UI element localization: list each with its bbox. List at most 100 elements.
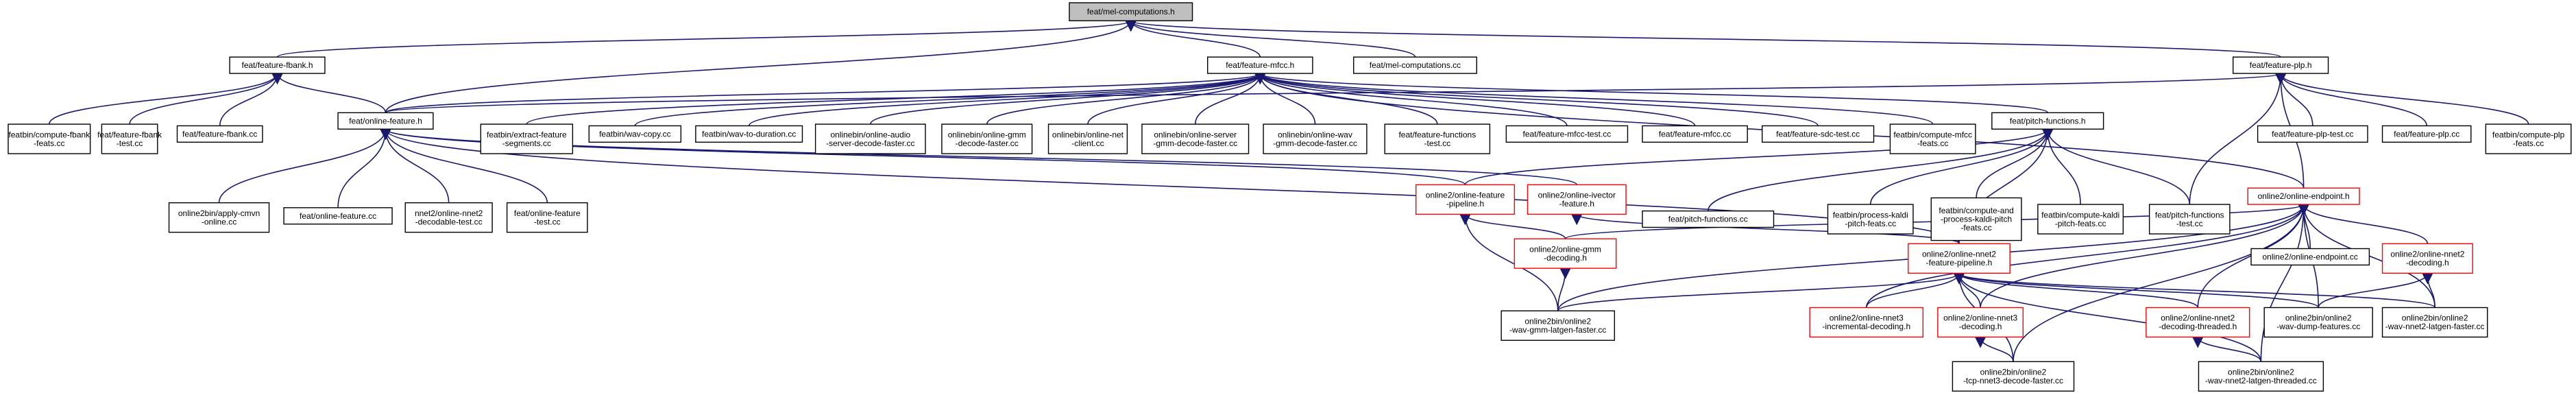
node-root[interactable]: feat/mel-computations.h xyxy=(1069,2,1193,21)
node-fbankcc[interactable]: feat/feature-fbank.cc xyxy=(176,125,263,143)
node-box[interactable] xyxy=(1047,123,1128,154)
node-pitch_h[interactable]: feat/pitch-functions.h xyxy=(1991,112,2104,130)
node-box[interactable] xyxy=(229,56,326,74)
node-compfbank[interactable]: featbin/compute-fbank-feats.cc xyxy=(8,123,91,154)
node-box[interactable] xyxy=(1514,238,1617,269)
node-box[interactable] xyxy=(1069,2,1193,21)
node-box[interactable] xyxy=(2146,307,2250,338)
node-box[interactable] xyxy=(1263,123,1368,154)
node-onlinefeattest[interactable]: feat/online-feature-test.cc xyxy=(506,202,588,233)
node-box[interactable] xyxy=(1642,210,1775,228)
node-box[interactable] xyxy=(176,125,263,143)
node-box[interactable] xyxy=(480,123,574,154)
node-box[interactable] xyxy=(1889,123,1976,154)
node-box[interactable] xyxy=(8,123,91,154)
node-sdctest[interactable]: feat/feature-sdc-test.cc xyxy=(1762,125,1875,143)
node-box[interactable] xyxy=(2148,204,2231,235)
node-onlinefeatcc[interactable]: feat/online-feature.cc xyxy=(283,207,393,225)
node-netclient[interactable]: onlinebin/online-net-client.cc xyxy=(1047,123,1128,154)
node-fbanktest[interactable]: feat/feature-fbank-test.cc xyxy=(97,123,162,154)
node-box[interactable] xyxy=(1809,307,1924,338)
node-box[interactable] xyxy=(1353,56,1477,74)
node-plptest[interactable]: feat/feature-plp-test.cc xyxy=(2257,125,2368,143)
node-box[interactable] xyxy=(168,202,270,233)
node-box[interactable] xyxy=(283,207,393,225)
node-box[interactable] xyxy=(1505,125,1629,143)
node-box[interactable] xyxy=(337,112,434,130)
node-extractseg[interactable]: featbin/extract-feature-segments.cc xyxy=(480,123,574,154)
node-box[interactable] xyxy=(2037,204,2124,235)
node-featfunc[interactable]: feat/feature-functions-test.cc xyxy=(1384,123,1491,154)
node-box[interactable] xyxy=(1642,125,1748,143)
node-box[interactable] xyxy=(2485,123,2572,154)
node-box[interactable] xyxy=(101,123,158,154)
node-nnet2thr[interactable]: online2/online-nnet2-decoding-threaded.h xyxy=(2146,307,2250,338)
node-box[interactable] xyxy=(1930,197,2022,241)
node-nnet2dec[interactable]: nnet2/online-nnet2-decodable-test.cc xyxy=(404,202,493,233)
node-box[interactable] xyxy=(1991,112,2104,130)
node-box[interactable] xyxy=(2250,248,2370,266)
node-melcomp_cc[interactable]: feat/mel-computations.cc xyxy=(1353,56,1477,74)
node-servergmm[interactable]: onlinebin/online-server-gmm-decode-faste… xyxy=(1141,123,1250,154)
node-box[interactable] xyxy=(2233,56,2329,74)
node-gmmdec[interactable]: online2/online-gmm-decoding.h xyxy=(1514,238,1617,269)
node-featpipe[interactable]: online2/online-feature-pipeline.h xyxy=(1415,184,1516,215)
node-box[interactable] xyxy=(2381,307,2488,338)
node-box[interactable] xyxy=(1827,204,1914,235)
node-box[interactable] xyxy=(1415,184,1516,215)
node-box[interactable] xyxy=(1762,125,1875,143)
node-box[interactable] xyxy=(1500,310,1616,341)
node-box[interactable] xyxy=(2257,125,2368,143)
node-plpcc[interactable]: feat/feature-plp.cc xyxy=(2381,125,2472,143)
node-endpoint_h[interactable]: online2/online-endpoint.h xyxy=(2247,187,2360,205)
node-box[interactable] xyxy=(1141,123,1250,154)
node-box[interactable] xyxy=(814,123,926,154)
node-pitchcc[interactable]: feat/pitch-functions.cc xyxy=(1642,210,1775,228)
node-box[interactable] xyxy=(1952,361,2075,392)
node-wavnnet2lat[interactable]: online2bin/online2-wav-nnet2-latgen-fast… xyxy=(2381,307,2488,338)
node-nnet3inc[interactable]: online2/online-nnet3-incremental-decodin… xyxy=(1809,307,1924,338)
node-endpointcc[interactable]: online2/online-endpoint.cc xyxy=(2250,248,2370,266)
node-box[interactable] xyxy=(1937,307,2024,338)
node-box[interactable] xyxy=(2381,243,2473,274)
node-plp_h[interactable]: feat/feature-plp.h xyxy=(2233,56,2329,74)
node-box[interactable] xyxy=(941,123,1033,154)
node-box[interactable] xyxy=(588,125,682,143)
node-box[interactable] xyxy=(1908,243,2010,274)
node-ivector[interactable]: online2/online-ivector-feature.h xyxy=(1527,184,1627,215)
node-mfcctest[interactable]: feat/feature-mfcc-test.cc xyxy=(1505,125,1629,143)
node-nnet3dec[interactable]: online2/online-nnet3-decoding.h xyxy=(1937,307,2024,338)
node-mfcccc[interactable]: feat/feature-mfcc.cc xyxy=(1642,125,1748,143)
node-compandproc[interactable]: featbin/compute-and-process-kaldi-pitch-… xyxy=(1930,197,2022,241)
node-pitchtest[interactable]: feat/pitch-functions-test.cc xyxy=(2148,204,2231,235)
node-wavgmm[interactable]: onlinebin/online-wav-gmm-decode-faster.c… xyxy=(1263,123,1368,154)
node-wavcopy[interactable]: featbin/wav-copy.cc xyxy=(588,125,682,143)
node-mfcc_h[interactable]: feat/feature-mfcc.h xyxy=(1207,56,1313,74)
node-wavdump[interactable]: online2bin/online2-wav-dump-features.cc xyxy=(2263,307,2373,338)
node-tcpnnet3[interactable]: online2bin/online2-tcp-nnet3-decode-fast… xyxy=(1952,361,2075,392)
node-wavgmmlat[interactable]: online2bin/online2-wav-gmm-latgen-faster… xyxy=(1500,310,1616,341)
node-fbank_h[interactable]: feat/feature-fbank.h xyxy=(229,56,326,74)
node-box[interactable] xyxy=(1384,123,1491,154)
node-box[interactable] xyxy=(2263,307,2373,338)
node-compmfcc[interactable]: featbin/compute-mfcc-feats.cc xyxy=(1889,123,1976,154)
node-box[interactable] xyxy=(2247,187,2360,205)
node-wavnnet2thr[interactable]: online2bin/online2-wav-nnet2-latgen-thre… xyxy=(2198,361,2324,392)
node-box[interactable] xyxy=(506,202,588,233)
node-box[interactable] xyxy=(2198,361,2324,392)
node-wavdur[interactable]: featbin/wav-to-duration.cc xyxy=(695,125,803,143)
node-box[interactable] xyxy=(404,202,493,233)
node-box[interactable] xyxy=(1207,56,1313,74)
node-applycmvn[interactable]: online2bin/apply-cmvn-online.cc xyxy=(168,202,270,233)
node-nnet2decoding[interactable]: online2/online-nnet2-decoding.h xyxy=(2381,243,2473,274)
node-compkaldipitch[interactable]: featbin/compute-kaldi-pitch-feats.cc xyxy=(2037,204,2124,235)
node-audioserver[interactable]: onlinebin/online-audio-server-decode-fas… xyxy=(814,123,926,154)
node-nnet2pipe[interactable]: online2/online-nnet2-feature-pipeline.h xyxy=(1908,243,2010,274)
node-gmmfaster[interactable]: onlinebin/online-gmm-decode-faster.cc xyxy=(941,123,1033,154)
node-compplp[interactable]: featbin/compute-plp-feats.cc xyxy=(2485,123,2572,154)
node-online_h[interactable]: feat/online-feature.h xyxy=(337,112,434,130)
node-box[interactable] xyxy=(2381,125,2472,143)
node-box[interactable] xyxy=(695,125,803,143)
node-box[interactable] xyxy=(1527,184,1627,215)
node-processpitch[interactable]: featbin/process-kaldi-pitch-feats.cc xyxy=(1827,204,1914,235)
